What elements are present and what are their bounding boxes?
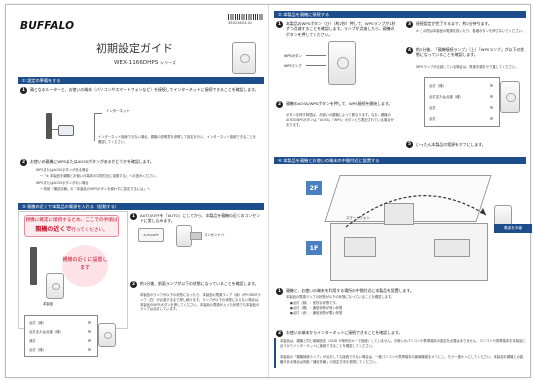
footer-accent: [274, 338, 276, 368]
relay-callout: 電波を中継: [494, 224, 532, 233]
parent-router-image: [30, 247, 37, 285]
product-image-header: [232, 42, 256, 74]
section4-step2-text: お使いの端末からインターネットに接続できることを確認します。: [286, 330, 403, 335]
step-number-3-1: 1: [130, 213, 137, 220]
lamp-status-good: ●点灯（緑）：良好な状態です。: [290, 301, 339, 305]
wps-no-detail: → 別紙「補足情報」の「本製品のWPSボタンを使わずに設定するには」へ: [40, 187, 151, 191]
section2-heading: ② 本製品を親機に接続する: [274, 11, 526, 18]
section4-heading: ④ 本製品を親機とお使いの端末の中間付近に設置する: [274, 157, 526, 164]
section3-step2-text: 約1分後、前面ランプが以下の状態になっていることを確認します。: [140, 281, 259, 286]
footer-note-2: 本製品の「親機接続ランプ」が点灯しても接続できない場合は、一度パソコンや携帯端末…: [280, 355, 524, 364]
outlet-plug: [190, 232, 202, 240]
wps-button-label: WPSボタン: [284, 54, 302, 58]
section1-heading: ① 設定の準備をする: [18, 77, 264, 84]
section4-step1-text: 親機と、お使いの端末を利用する場所の中間付近に本製品を設置します。: [286, 288, 414, 293]
step-number-2-5: 5: [406, 141, 413, 148]
auto-off-switch: AUTO/OFF: [138, 228, 164, 242]
section4-step1-detail: 本製品の電源ランプの状態が以下の状態になっていることを確認します。: [286, 295, 395, 299]
outlet-label: コンセントへ: [204, 233, 225, 237]
section1-step2-text: お使いの親機にWPSまたはAOSSボタンがあるかどうかを確認します。: [30, 159, 154, 164]
floor-1f-label: 1F: [306, 241, 322, 255]
floor-2f-label: 2F: [306, 181, 322, 195]
fold-line: [268, 5, 269, 377]
model-name: WEX-1166DHPS シリーズ: [114, 60, 176, 66]
section3-step1-text: AUTO/OFFを「AUTO」にしてから、本製品を親機の近くのコンセントに差し込…: [140, 213, 261, 224]
pc-image: [58, 125, 74, 136]
guide-sheet: BUFFALO 35021623-01 初期設定ガイド WEX-1166DHPS…: [5, 4, 532, 378]
internet-label: インターネット: [106, 109, 130, 113]
guide-title: 初期設定ガイド: [96, 42, 173, 55]
section2-step2-detail: ボタンを押す時間は、お使いの親機によって異なります。なお、親機のAOSS/WPS…: [286, 113, 394, 127]
house-illustration: [324, 173, 498, 285]
near-router-hint: 親機に確実に接続するため、ここでの手順は親機の近くで行ってください。: [24, 215, 119, 237]
barcode: [228, 14, 264, 20]
wps-yes-detail: →「④ 本製品を親機とお使いの端末の中間付近に設置する」へお進みください。: [40, 174, 159, 178]
section1-note: インターネット接続できない場合、親機の説明書を参照して設定を行い、インターネット…: [98, 135, 257, 144]
section2-step3-text: 接続設定が完了するまで、約2分待ちます。: [416, 21, 492, 26]
section2-step2-text: 親機のAOSS/WPSボタンを押して、WPS接続を開始します。: [286, 101, 393, 106]
product-label: 本製品: [43, 302, 54, 306]
smartphone-label: スマートフォン: [346, 216, 370, 220]
section2-step5-text: いったん本製品の電源をオフにします。: [416, 142, 486, 147]
connector-line: [94, 113, 95, 141]
step-number-4-2: 2: [276, 330, 283, 337]
step-number-2: 2: [20, 159, 27, 166]
lamp-status-poor: ●点灯（赤）：通信状態が悪い状態: [290, 311, 343, 315]
cable-line: [52, 129, 58, 130]
section3-heading: ③ 親機の近くで本製品の電源を入れる（起動する）: [18, 203, 264, 210]
product-lamp-image-2: [500, 81, 520, 113]
wps-lamp-label: WPSランプ: [284, 64, 302, 68]
connector-line-h: [94, 113, 102, 114]
section3-step2-detail: 本製品のランプが以下の状態になったら、本製品の電源ランプ（緑）がPOWERランプ…: [140, 293, 262, 312]
step-number-3-2: 2: [130, 281, 137, 288]
section2-step1-text: 本製品のWPSボタン（ひ）（約2秒）押して、WPSランプが1秒ずつ点滅することを…: [286, 21, 396, 37]
document-number: 35021623-01: [228, 21, 253, 25]
step-number-4-1: 1: [276, 288, 283, 295]
router-image: [46, 113, 52, 139]
place-near-bubble: 親機の近くに設置します: [62, 245, 108, 287]
lamp-status-fair: ●点灯（橙）：通信状態が良い状態: [290, 306, 343, 310]
lamp-status-panel-2: 点灯（緑） 点灯または点滅（緑） 点灯 点灯: [424, 77, 500, 127]
section2-step4-detail: WPSランプが点滅している場合は、再度手順をやり直してください。: [416, 65, 519, 69]
step-number-2-1: 1: [276, 21, 283, 28]
footer-note-1: 本製品は、親機と同じ無線設定（SSID や暗号化キーで接続）していません。お使い…: [280, 339, 526, 348]
relay-arrow: [345, 195, 487, 228]
wps-no-label: WPSまたはAOSSボタンがない場合: [36, 181, 89, 185]
product-wps-image: [328, 41, 356, 85]
lamp-status-panel-1: 点灯（緑） 点灯または点滅（緑） 消灯 点灯（緑）: [24, 315, 98, 357]
step-number-2-2: 2: [276, 101, 283, 108]
section2-step4-text: 約2分後、「親機接続ランプ」（上）「WPSランプ」が以下の状態になっていることを…: [416, 47, 525, 58]
section1-step1-text: 親となるルーターと、お使いの端末（パソコンやスマートフォンなど）を接続してインタ…: [30, 87, 259, 92]
step-number-2-3: 3: [406, 21, 413, 28]
section2-step3-detail: ※ この間は本製品の電源を抜いたり、各種ボタンを押さないでください。: [416, 29, 526, 33]
step-number-1: 1: [20, 87, 27, 94]
wps-yes-label: WPSまたはAOSSボタンがある場合: [36, 168, 89, 172]
step-number-2-4: 4: [406, 47, 413, 54]
product-lamp-image: [98, 323, 116, 347]
brand-logo: BUFFALO: [20, 20, 75, 32]
product-near-router: [46, 273, 64, 299]
